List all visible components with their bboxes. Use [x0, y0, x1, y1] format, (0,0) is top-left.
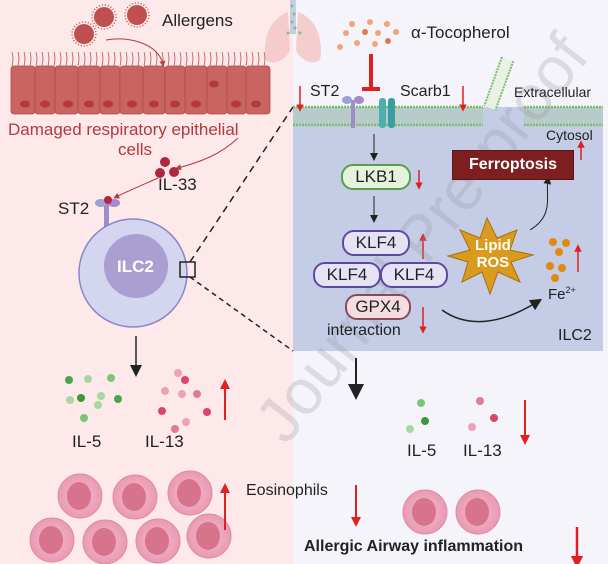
lipid-ros-star-icon [446, 216, 535, 296]
outcome-label: Allergic Airway inflammation [304, 538, 524, 555]
epithelium-cells-icon [10, 51, 271, 115]
il13-particles-right-icon [468, 397, 498, 431]
epithelium-label-line2: cells [118, 140, 153, 159]
tocopherol-particles-icon [337, 19, 399, 50]
il5-label-right: IL-5 [407, 441, 437, 460]
il5-label-left: IL-5 [72, 432, 102, 451]
il33-label: IL-33 [158, 175, 197, 194]
eosinophils-left-icon [29, 470, 232, 564]
lkb1-node: LKB1 [341, 164, 411, 190]
extracellular-label: Extracellular [514, 84, 592, 100]
st2-label-left: ST2 [58, 199, 90, 218]
tocopherol-label: α-Tocopherol [411, 23, 510, 42]
allergen-spikes [71, 2, 150, 47]
il5-particles-right-icon [406, 399, 429, 433]
epithelium-label-line1: Damaged respiratory epithelial [8, 120, 239, 139]
iron-label-charge: 2+ [565, 285, 576, 295]
scarb1-label: Scarb1 [400, 83, 451, 100]
lipid-ros-label: Lipid ROS [475, 237, 511, 271]
interaction-label: interaction [327, 322, 401, 339]
gpx4-node: GPX4 [345, 294, 411, 320]
il33-release-arrow [175, 137, 239, 171]
eosinophils-label: Eosinophils [246, 482, 328, 499]
klf4-node-top: KLF4 [342, 230, 410, 256]
st2-label-right: ST2 [310, 83, 340, 100]
ilc2-cell-label: ILC2 [117, 257, 154, 276]
iron-ions-icon [546, 238, 570, 282]
lipid-ros-line1: Lipid [475, 237, 511, 254]
st2-receptor-membrane-icon [342, 96, 364, 128]
gpx4-to-iron-arrow [441, 298, 543, 323]
il33-particles-icon [155, 157, 179, 178]
lung-icon [264, 0, 322, 63]
ilc2-box-label: ILC2 [558, 327, 592, 344]
il5-particles-left-icon [65, 374, 122, 422]
ros-to-ferroptosis-arrow [529, 176, 552, 231]
scarb1-channel-icon [379, 98, 395, 128]
ilc2-nucleus-icon [104, 234, 168, 298]
ferroptosis-box: Ferroptosis [452, 150, 574, 180]
klf4-node-left: KLF4 [313, 262, 381, 288]
iron-label: Fe2+ [548, 285, 576, 303]
allergens-label: Allergens [162, 11, 233, 30]
iron-label-base: Fe [548, 286, 566, 303]
zoom-line-bottom [189, 276, 294, 352]
zoom-region-box [179, 261, 196, 278]
cytosol-label: Cytosol [546, 127, 593, 143]
il13-label-right: IL-13 [463, 441, 502, 460]
allergen-particles-icon [74, 5, 147, 44]
ilc2-cell-detail-box [293, 107, 603, 351]
eosinophil-nuclei-left [39, 479, 220, 556]
il13-particles-left-icon [158, 369, 211, 433]
lipid-ros-line2: ROS [476, 254, 510, 271]
st2-receptor-icon [95, 196, 120, 236]
allergen-arrow [105, 38, 166, 67]
il13-label-left: IL-13 [145, 432, 184, 451]
klf4-node-right: KLF4 [380, 262, 448, 288]
il33-binding-arrow [113, 177, 159, 199]
